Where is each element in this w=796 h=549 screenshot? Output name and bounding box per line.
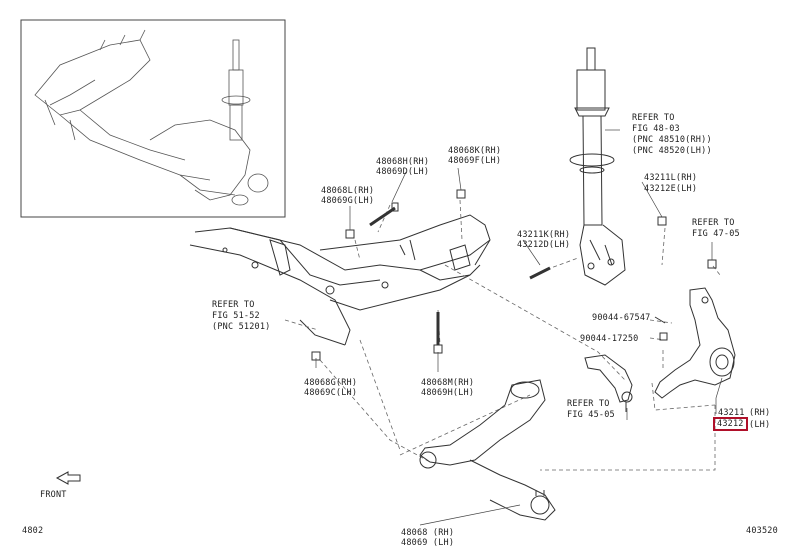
refer-fig-48-line4: (PNC 48520(LH)): [632, 146, 712, 156]
label-48069h: 48069H(LH): [421, 388, 475, 398]
page-code-right: 403520: [746, 526, 778, 536]
strut-assembly: [569, 47, 626, 286]
lower-control-arm: [419, 379, 556, 521]
label-48069c: 48069C(LH): [304, 388, 358, 398]
label-43211-suffix: (RH): [749, 408, 771, 418]
refer-fig-51-line3: (PNC 51201): [212, 322, 271, 332]
label-43211k: 43211K(RH): [517, 230, 571, 240]
label-48069f: 48069F(LH): [448, 156, 502, 166]
steering-knuckle: [654, 287, 736, 399]
label-43211l: 43211L(RH): [644, 173, 698, 183]
label-43211: 43211: [718, 408, 745, 418]
label-48068k: 48068K(RH): [448, 146, 502, 156]
label-48068: 48068 (RH): [401, 528, 455, 538]
refer-fig-47-line1: REFER TO: [692, 218, 735, 228]
refer-fig-48-line3: (PNC 48510(RH)): [632, 135, 712, 145]
label-48068h: 48068H(RH): [376, 157, 430, 167]
refer-fig-48-line2: FIG 48-03: [632, 124, 680, 134]
refer-fig-51-line1: REFER TO: [212, 300, 255, 310]
label-43212-suffix: (LH): [749, 420, 771, 430]
label-48068m: 48068M(RH): [421, 378, 475, 388]
label-90044-67547: 90044-67547: [592, 313, 651, 323]
label-48068l: 48068L(RH): [321, 186, 375, 196]
label-48069g: 48069G(LH): [321, 196, 375, 206]
label-43212d: 43212D(LH): [517, 240, 571, 250]
front-arrow-icon: [55, 471, 81, 485]
front-label: FRONT: [40, 490, 67, 500]
tie-rod-end: [584, 354, 633, 412]
refer-fig-47-line2: FIG 47-05: [692, 229, 740, 239]
refer-fig-48-line1: REFER TO: [632, 113, 675, 123]
refer-fig-51-line2: FIG 51-52: [212, 311, 260, 321]
inset-frame: [20, 19, 286, 218]
bolts-and-nuts: [311, 189, 717, 361]
label-43212-highlighted[interactable]: 43212: [713, 417, 748, 431]
label-48068g: 48068G(RH): [304, 378, 358, 388]
label-48069: 48069 (LH): [401, 538, 455, 548]
label-48069d: 48069D(LH): [376, 167, 430, 177]
label-90044-17250: 90044-17250: [580, 334, 639, 344]
refer-fig-45-line1: REFER TO: [567, 399, 610, 409]
inset-overview-sketch: [34, 29, 269, 206]
front-subframe: [189, 214, 491, 346]
label-43212e: 43212E(LH): [644, 184, 698, 194]
refer-fig-45-line2: FIG 45-05: [567, 410, 615, 420]
page-code-left: 4802: [22, 526, 44, 536]
